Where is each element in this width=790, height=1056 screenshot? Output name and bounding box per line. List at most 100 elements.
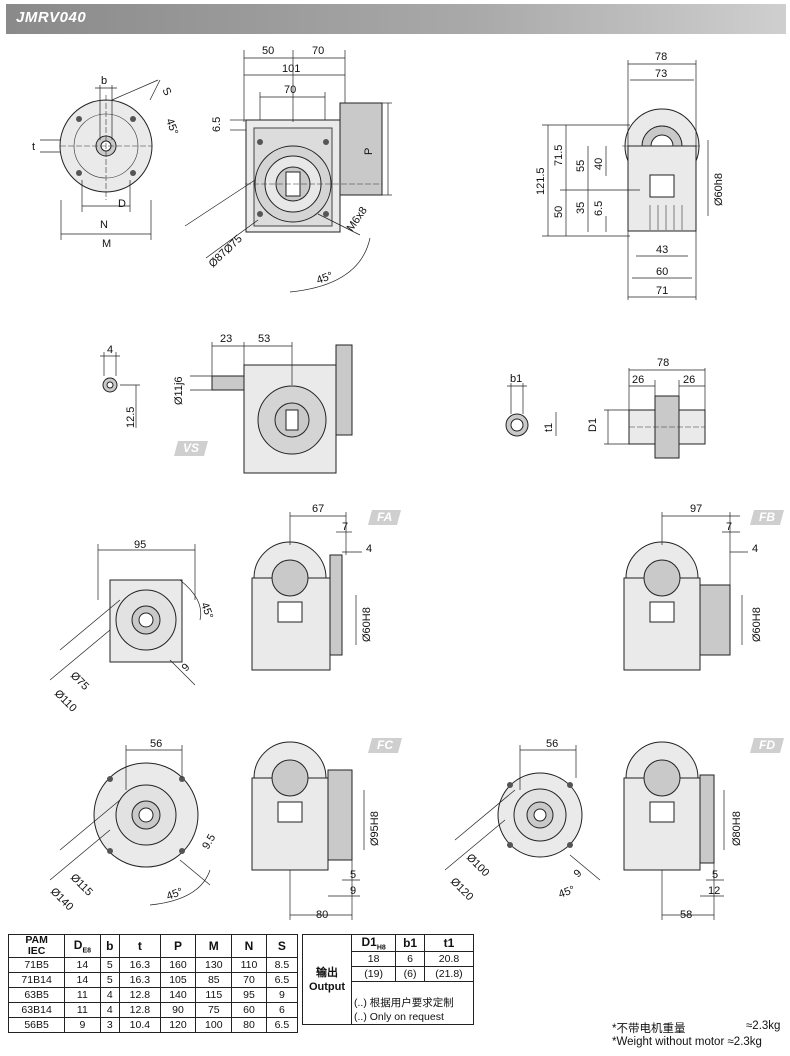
- dim-out-78: 78: [657, 357, 669, 369]
- dim-60: 60: [656, 266, 668, 278]
- dim-fc-45: 45°: [165, 886, 185, 903]
- dim-fc-phi115: Ø115: [68, 872, 95, 899]
- dim-6-5: 6.5: [211, 117, 223, 132]
- dim-fd-12: 12: [708, 885, 720, 897]
- dim-fa-7: 7: [342, 521, 348, 533]
- note-on-request: (..) Only on request: [351, 1010, 474, 1026]
- dim-fd-phi80h8: Ø80H8: [731, 811, 743, 846]
- tag-fc: FC: [367, 738, 403, 753]
- dim-b1: b1: [510, 373, 522, 385]
- dim-fa-95: 95: [134, 539, 146, 551]
- fc-flange-view: 56 9.5 Ø115 Ø140 45°: [48, 738, 218, 913]
- dim-t1: t1: [543, 423, 555, 432]
- dim-n: N: [100, 219, 108, 231]
- col-t1: t1: [423, 933, 475, 953]
- dim-55: 55: [575, 160, 587, 172]
- vs-side-view: 23 53 Ø11j6: [173, 333, 353, 474]
- col-t: t: [119, 934, 161, 958]
- dim-fd-9: 9: [572, 867, 585, 880]
- output-shaft-section: D1 78 26 26: [587, 357, 706, 459]
- col-s: S: [265, 934, 299, 958]
- dim-p: P: [363, 148, 375, 155]
- fa-side-view: 67 7 4 Ø60H8: [251, 503, 373, 671]
- dim-73: 73: [655, 68, 667, 80]
- dim-fb-phi60h8: Ø60H8: [751, 607, 763, 642]
- tag-vs: VS: [173, 441, 209, 456]
- input-flange-view: [40, 79, 161, 240]
- dim-40: 40: [593, 158, 605, 170]
- note-custom-cn: (..) 根据用户要求定制: [351, 981, 474, 1011]
- dim-vs-53: 53: [258, 333, 270, 345]
- dim-m6x8: M6x8: [345, 205, 370, 234]
- dim-6-5-right: 6.5: [593, 201, 605, 216]
- dim-fc-5: 5: [350, 869, 356, 881]
- table-row: (19)(6)(21.8): [303, 966, 475, 983]
- col-m: M: [195, 934, 233, 958]
- col-d1: D1H8: [350, 933, 397, 953]
- dim-fd-phi100: Ø100: [464, 852, 492, 880]
- dim-45-top: 45°: [163, 117, 180, 137]
- main-side-view: [184, 50, 392, 293]
- dim-fc-80: 80: [316, 909, 328, 921]
- output-bore-view: b1 t1: [505, 373, 557, 437]
- dim-fc-9-5: 9.5: [200, 832, 218, 851]
- dim-70-b: 70: [284, 84, 296, 96]
- dim-fd-45: 45°: [557, 884, 577, 901]
- dim-out-26-a: 26: [632, 374, 644, 386]
- dim-phi60h8: Ø60h8: [713, 173, 725, 206]
- dim-78: 78: [655, 51, 667, 63]
- fd-side-view: 5 12 58 Ø80H8: [623, 741, 743, 921]
- dim-fd-5: 5: [712, 869, 718, 881]
- dim-101: 101: [282, 63, 300, 75]
- dim-s: S: [159, 86, 173, 98]
- dim-fc-phi140: Ø140: [48, 886, 76, 914]
- dim-fa-phi110: Ø110: [52, 688, 79, 715]
- dim-fa-45: 45°: [198, 601, 215, 621]
- weight-note-en: *Weight without motor ≈2.3kg: [612, 1036, 762, 1048]
- dim-71-5: 71.5: [553, 145, 565, 166]
- table-note-row: (..) 根据用户要求定制: [303, 981, 474, 1011]
- front-view: [542, 60, 709, 300]
- dim-71: 71: [656, 285, 668, 297]
- tag-fd: FD: [749, 738, 785, 753]
- dim-fa-9: 9: [180, 661, 193, 674]
- dim-m: M: [102, 238, 111, 250]
- fa-flange-view: 95 45° Ø75 Ø110 9: [49, 539, 215, 715]
- fb-side-view: 97 7 4 Ø60H8: [623, 503, 763, 671]
- dim-35: 35: [575, 202, 587, 214]
- dim-b: b: [101, 75, 107, 87]
- col-d-e8: DE8: [64, 934, 101, 958]
- input-flange-labels: b t D N M S 45°: [32, 75, 180, 250]
- title-bar: JMRV040: [6, 4, 786, 34]
- dim-50: 50: [262, 45, 274, 57]
- fd-flange-view: 56 Ø100 Ø120 9 45°: [444, 738, 601, 903]
- front-view-labels: 78 73 121.5 71.5 55 40 50 35 6.5 Ø60h8 4…: [535, 51, 725, 297]
- table-note-row: (..) Only on request: [303, 1010, 474, 1026]
- col-n: N: [231, 934, 267, 958]
- vs-shaft-end: 4 12.5: [100, 344, 140, 428]
- dim-t: t: [32, 141, 35, 153]
- dim-d1: D1: [587, 418, 599, 432]
- dim-fc-phi95h8: Ø95H8: [369, 811, 381, 846]
- col-b1: b1: [395, 933, 425, 953]
- page-title: JMRV040: [16, 9, 87, 26]
- dim-45-side: 45°: [315, 270, 335, 287]
- col-p: P: [159, 934, 197, 958]
- weight-note-cn: *不带电机重量: [612, 1023, 686, 1035]
- weight-value-cn: ≈2.3kg: [746, 1020, 781, 1032]
- dim-fa-4: 4: [366, 543, 372, 555]
- col-b: b: [99, 934, 121, 958]
- dim-vs-12-5: 12.5: [125, 407, 137, 428]
- tag-fa: FA: [367, 510, 402, 525]
